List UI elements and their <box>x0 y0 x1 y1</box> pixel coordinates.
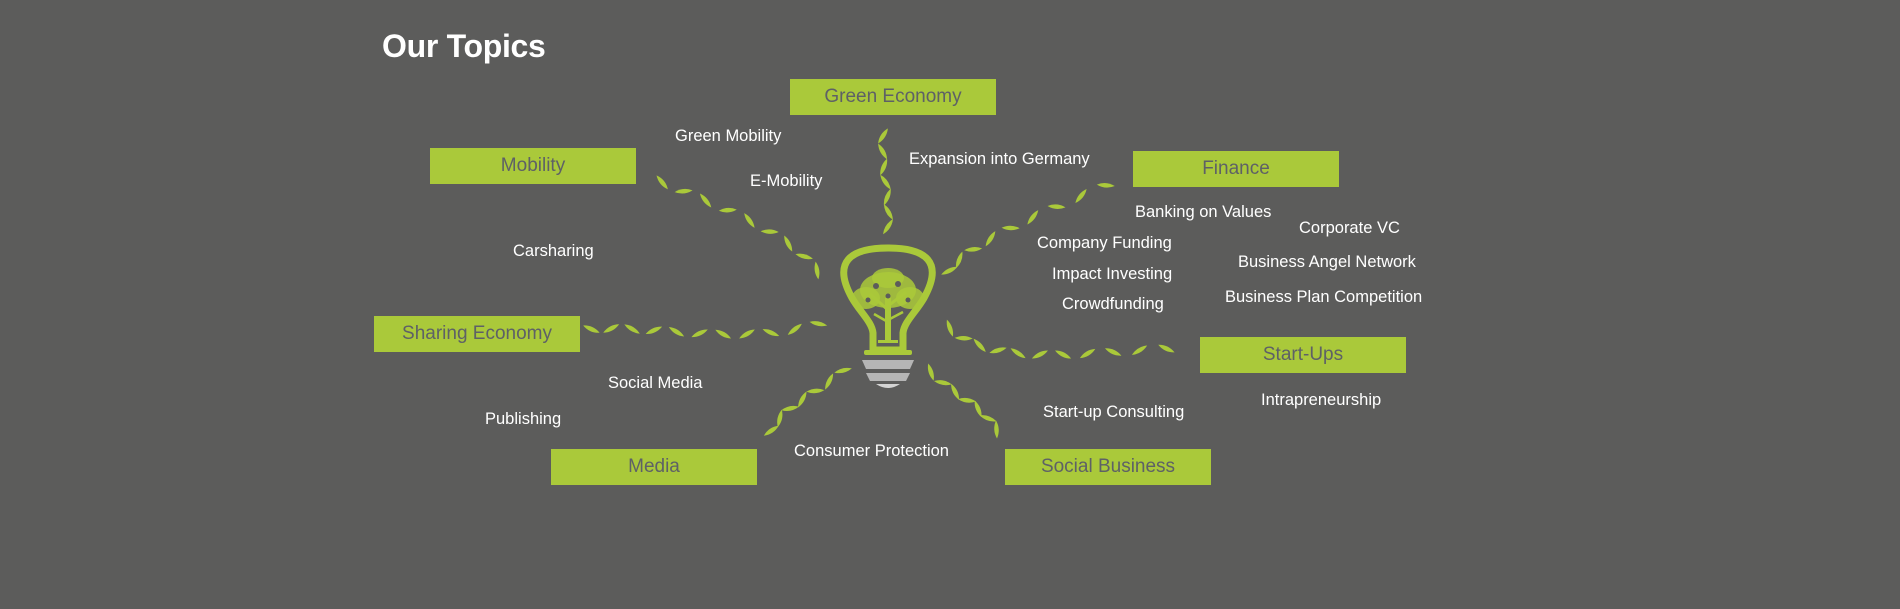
leaf-icon <box>654 173 670 191</box>
leaf-icon <box>988 345 1008 356</box>
category-media: Media <box>551 449 757 485</box>
vine-sharing-economy <box>582 319 828 341</box>
subtopic-company-funding: Company Funding <box>1037 234 1172 252</box>
leaf-icon <box>940 264 959 277</box>
subtopic-business-angel-network: Business Angel Network <box>1238 253 1416 271</box>
leaf-icon <box>1025 208 1041 226</box>
category-mobility: Mobility <box>430 148 636 184</box>
leaf-icon <box>949 382 962 401</box>
leaf-icon <box>1096 182 1115 189</box>
leaf-icon <box>993 420 1000 439</box>
leaf-icon <box>823 372 836 391</box>
leaf-icon <box>1047 203 1066 210</box>
leaf-icon <box>944 318 956 338</box>
leaf-icon <box>1157 342 1176 355</box>
leaf-icon <box>582 323 601 335</box>
leaf-icon <box>983 229 998 248</box>
leaf-icon <box>813 261 821 280</box>
leaf-icon <box>1073 187 1089 205</box>
leaf-icon <box>796 390 809 409</box>
leaf-icon <box>786 321 804 337</box>
leaf-icon <box>881 187 893 207</box>
subtopic-e-mobility: E-Mobility <box>750 172 823 190</box>
leaf-icon <box>1130 343 1149 357</box>
leaf-icon <box>876 142 890 161</box>
bulb-glass <box>840 244 936 354</box>
category-green-economy: Green Economy <box>790 79 996 115</box>
vine-start-ups <box>944 318 1176 361</box>
leaf-icon <box>714 327 733 341</box>
subtopic-publishing: Publishing <box>485 410 562 428</box>
leaf-icon <box>809 319 828 328</box>
leaf-icon <box>760 228 779 235</box>
leaf-icon <box>775 409 784 428</box>
category-start-ups: Start-Ups <box>1200 337 1406 373</box>
subtopic-expansion-into-germany: Expansion into Germany <box>909 150 1090 168</box>
leaf-icon <box>933 378 953 387</box>
vine-social-business <box>926 362 1000 439</box>
leaf-icon <box>780 404 800 413</box>
category-sharing-economy: Sharing Economy <box>374 316 580 352</box>
tree-icon <box>852 268 924 343</box>
leaf-icon <box>718 207 737 213</box>
leaf-icon <box>1030 348 1049 361</box>
leaf-icon <box>953 250 965 270</box>
category-finance: Finance <box>1133 151 1339 187</box>
leaf-icon <box>876 127 890 145</box>
leaf-icon <box>698 192 714 209</box>
leaf-icon <box>806 387 825 394</box>
leaf-icon <box>971 337 988 354</box>
leaf-icon <box>1009 346 1027 361</box>
vine-media <box>762 366 853 438</box>
bulb-tip <box>876 384 900 388</box>
vine-finance <box>940 182 1115 277</box>
leaf-icon <box>878 173 893 191</box>
subtopic-start-up-consulting: Start-up Consulting <box>1043 403 1185 421</box>
subtopic-impact-investing: Impact Investing <box>1052 265 1173 283</box>
leaf-icon <box>1078 346 1097 361</box>
subtopic-consumer-protection: Consumer Protection <box>794 442 949 460</box>
subtopic-banking-on-values: Banking on Values <box>1135 203 1272 221</box>
leaf-icon <box>957 396 977 404</box>
leaf-icon <box>1104 346 1123 358</box>
leaf-icon <box>964 246 983 253</box>
leaf-icon <box>878 157 890 177</box>
leaf-icon <box>954 335 973 341</box>
leaf-icon <box>833 366 853 375</box>
lightbulb-tree-icon <box>840 244 936 388</box>
leaf-icon <box>623 322 641 336</box>
subtopic-green-mobility: Green Mobility <box>675 127 782 145</box>
bulb-base-1 <box>862 360 914 369</box>
bulb-base-2 <box>866 373 910 381</box>
leaf-icon <box>738 327 756 341</box>
leaf-icon <box>881 203 895 221</box>
subtopic-social-media: Social Media <box>608 374 703 392</box>
leaf-icon <box>926 362 936 382</box>
leaf-icon <box>794 251 814 261</box>
leaf-icon <box>761 327 781 339</box>
page-title: Our Topics <box>382 28 546 64</box>
subtopic-crowdfunding: Crowdfunding <box>1062 295 1164 313</box>
subtopic-corporate-vc: Corporate VC <box>1299 219 1400 237</box>
leaf-icon <box>690 327 709 340</box>
leaf-icon <box>667 325 686 339</box>
leaf-icon <box>602 322 621 335</box>
vine-green-economy <box>876 127 895 236</box>
leaf-icon <box>782 234 795 253</box>
category-social-business: Social Business <box>1005 449 1211 485</box>
leaf-icon <box>742 211 757 230</box>
subtopic-business-plan-competition: Business Plan Competition <box>1225 288 1423 306</box>
leaf-icon <box>881 217 895 236</box>
subtopic-carsharing: Carsharing <box>513 242 594 260</box>
leaf-icon <box>644 324 664 337</box>
subtopic-intrapreneurship: Intrapreneurship <box>1261 391 1382 409</box>
leaf-icon <box>1001 225 1020 231</box>
leaf-icon <box>1054 348 1073 361</box>
leaf-icon <box>762 423 781 438</box>
leaf-icon <box>674 188 693 195</box>
bulb-collar <box>864 350 912 355</box>
leaf-icon <box>978 413 998 424</box>
